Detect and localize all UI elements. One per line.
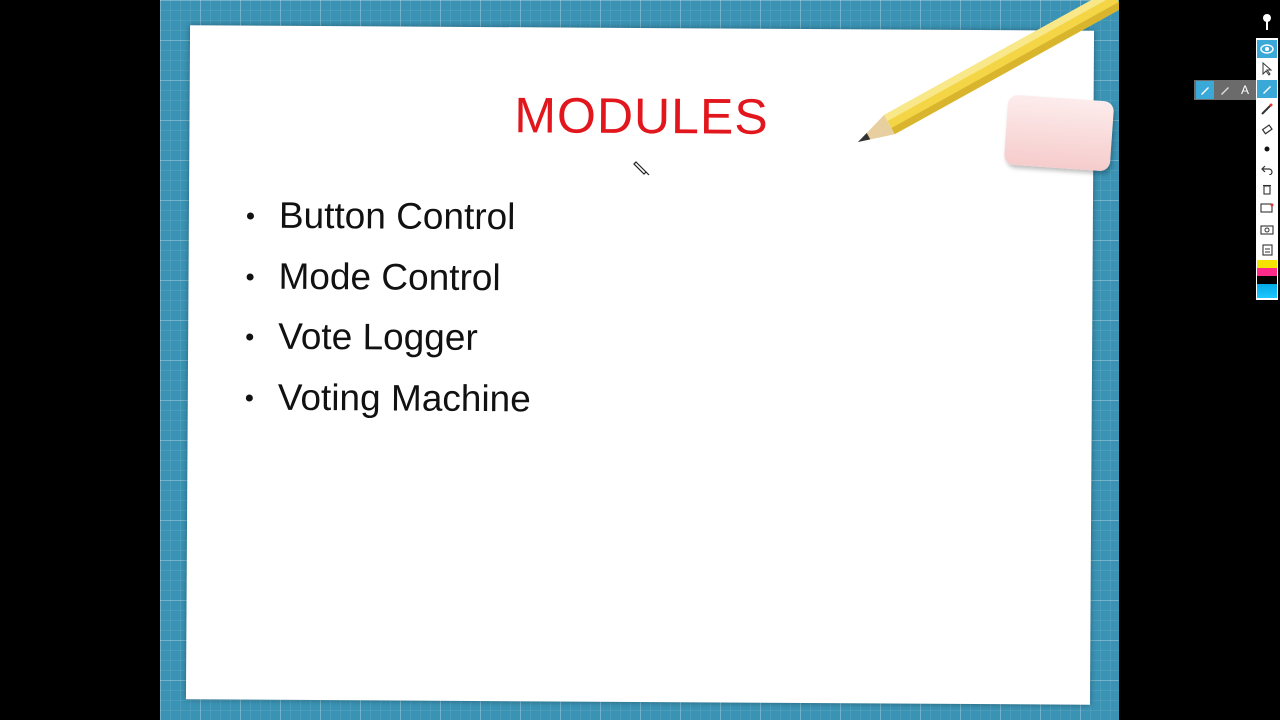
bullet-text: Voting Machine bbox=[277, 376, 531, 419]
bullet-dot: • bbox=[244, 382, 254, 413]
text-tool-button[interactable]: A bbox=[1240, 83, 1249, 97]
dot-icon[interactable] bbox=[1257, 140, 1277, 158]
pointer-icon[interactable] bbox=[1257, 60, 1277, 78]
list-item: • Mode Control bbox=[245, 246, 531, 308]
whiteboard-icon[interactable] bbox=[1257, 200, 1277, 218]
trash-icon[interactable] bbox=[1257, 180, 1277, 198]
eye-icon[interactable] bbox=[1257, 40, 1277, 58]
slide-stage: MODULES •Button Control •Mode Control •V… bbox=[160, 0, 1119, 720]
bullet-text: Button Control bbox=[278, 194, 516, 238]
bullet-text: Vote Logger bbox=[278, 315, 478, 359]
highlighter-tool-icon[interactable] bbox=[1216, 81, 1234, 99]
eraser-decoration bbox=[1003, 94, 1115, 172]
list-item: • Vote Logger bbox=[245, 307, 531, 369]
bullet-list: • Button Control • Mode Control • Vote Logg… bbox=[245, 186, 532, 430]
pen-tool-icon[interactable] bbox=[1196, 81, 1214, 99]
color-swatch-black[interactable] bbox=[1257, 276, 1277, 284]
color-swatch-yellow[interactable] bbox=[1257, 260, 1277, 268]
undo-icon[interactable] bbox=[1257, 160, 1277, 178]
list-item: • Button Control bbox=[246, 186, 532, 248]
highlighter-icon[interactable] bbox=[1257, 100, 1277, 118]
bullet-dot: • bbox=[245, 261, 255, 292]
pen-icon[interactable] bbox=[1257, 80, 1277, 98]
bullet-dot: • bbox=[245, 321, 255, 352]
pin-icon[interactable] bbox=[1259, 12, 1275, 32]
pencil-decoration-icon bbox=[858, 0, 1119, 142]
screenshot-icon[interactable] bbox=[1257, 220, 1277, 238]
annotation-toolbar bbox=[1256, 38, 1278, 300]
clipboard-icon[interactable] bbox=[1257, 240, 1277, 258]
color-swatch-blue[interactable] bbox=[1257, 284, 1277, 298]
floating-toolbar: A bbox=[1194, 80, 1256, 100]
eraser-icon[interactable] bbox=[1257, 120, 1277, 138]
bullet-dot: • bbox=[245, 200, 256, 231]
pen-cursor-icon bbox=[633, 161, 650, 176]
list-item: • Voting Machine bbox=[245, 367, 531, 429]
bullet-text: Mode Control bbox=[278, 255, 501, 298]
color-swatch-pink[interactable] bbox=[1257, 268, 1277, 276]
